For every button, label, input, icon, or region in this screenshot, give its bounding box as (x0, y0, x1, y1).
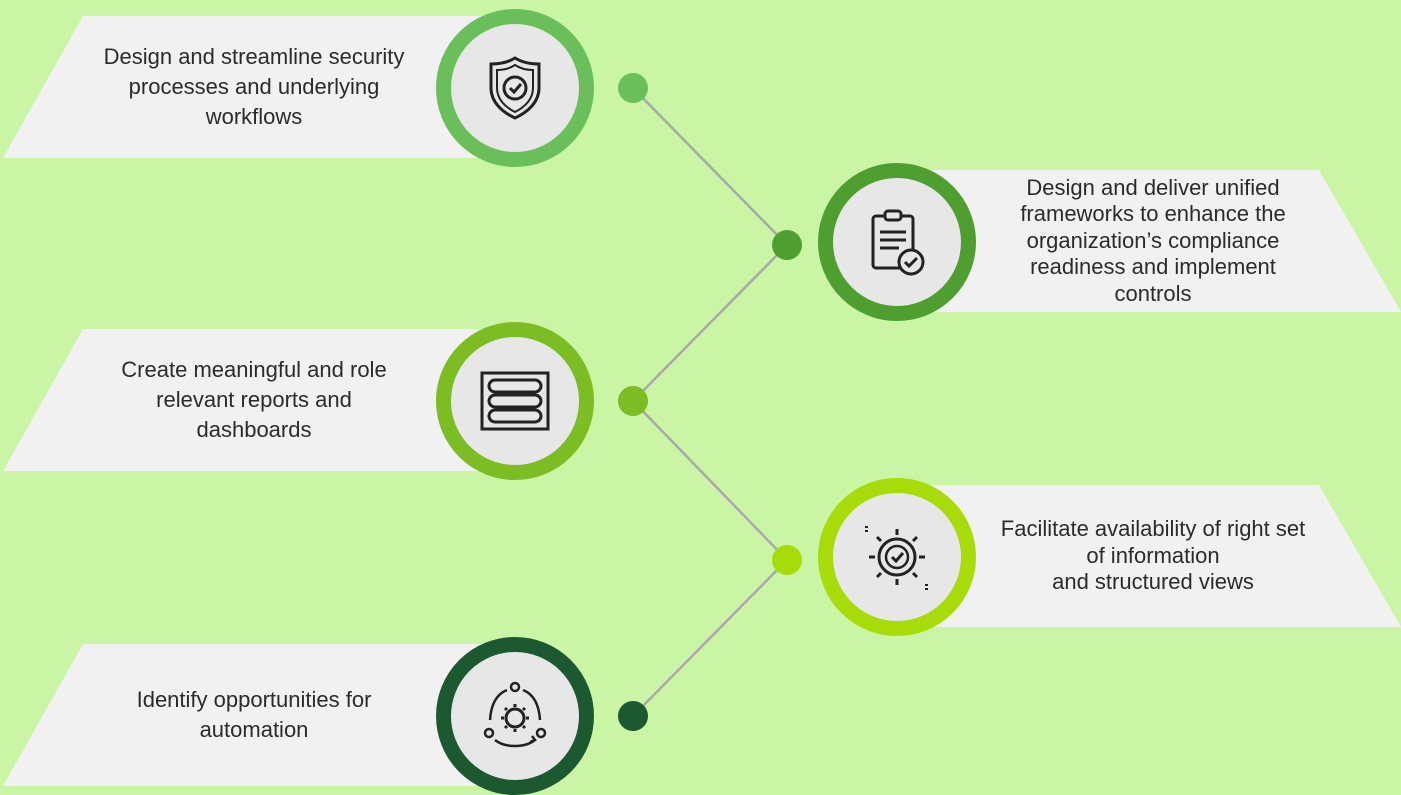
step-4-banner: Facilitate availability of right set of … (895, 485, 1401, 627)
step-1-line: Design and streamline security (103, 44, 405, 69)
step-2-text: Design and deliver unified frameworks to… (1020, 175, 1285, 308)
step-5-line: automation (199, 717, 309, 742)
step-1-banner: Design and streamline security processes… (3, 16, 515, 158)
gear-check-icon (865, 526, 928, 590)
step-3-line: Create meaningful and role (121, 357, 387, 382)
step-3-icon-ring (436, 322, 594, 480)
step-1-text: Design and streamline security processes… (104, 42, 405, 132)
step-3-line: relevant reports and (156, 387, 352, 412)
step-3-node (618, 386, 648, 416)
step-1-node (618, 73, 648, 103)
step-2-line: controls (1114, 280, 1192, 306)
step-4-icon-ring (818, 478, 976, 636)
step-4-line: Facilitate availability of right set (1000, 516, 1306, 542)
step-2-line: Design and deliver unified (1026, 174, 1280, 200)
step-4-text: Facilitate availability of right set of … (1001, 516, 1305, 596)
step-5-text: Identify opportunities for automation (137, 685, 372, 745)
step-4-node (772, 545, 802, 575)
step-2-node (772, 230, 802, 260)
report-list-icon (480, 371, 550, 431)
step-5-line: Identify opportunities for (136, 687, 372, 712)
clipboard-check-icon (871, 209, 925, 276)
step-1-line: processes and underlying (128, 74, 380, 99)
step-3-banner: Create meaningful and role relevant repo… (3, 329, 515, 471)
step-5-banner: Identify opportunities for automation (3, 644, 515, 786)
step-4-line: of information (1086, 542, 1220, 568)
step-2-banner: Design and deliver unified frameworks to… (895, 170, 1401, 312)
step-3-text: Create meaningful and role relevant repo… (121, 355, 386, 445)
step-1-icon-ring (436, 9, 594, 167)
step-5-node (618, 701, 648, 731)
step-3-line: dashboards (196, 417, 312, 442)
step-2-line: organization’s compliance (1026, 227, 1280, 253)
automation-cycle-icon (483, 681, 547, 748)
step-2-line: frameworks to enhance the (1020, 201, 1286, 227)
shield-check-icon (489, 56, 541, 120)
step-4-line: and structured views (1052, 569, 1254, 595)
step-2-icon-ring (818, 163, 976, 321)
step-5-icon-ring (436, 637, 594, 795)
step-1-line: workflows (205, 104, 303, 129)
step-2-line: readiness and implement (1030, 254, 1276, 280)
